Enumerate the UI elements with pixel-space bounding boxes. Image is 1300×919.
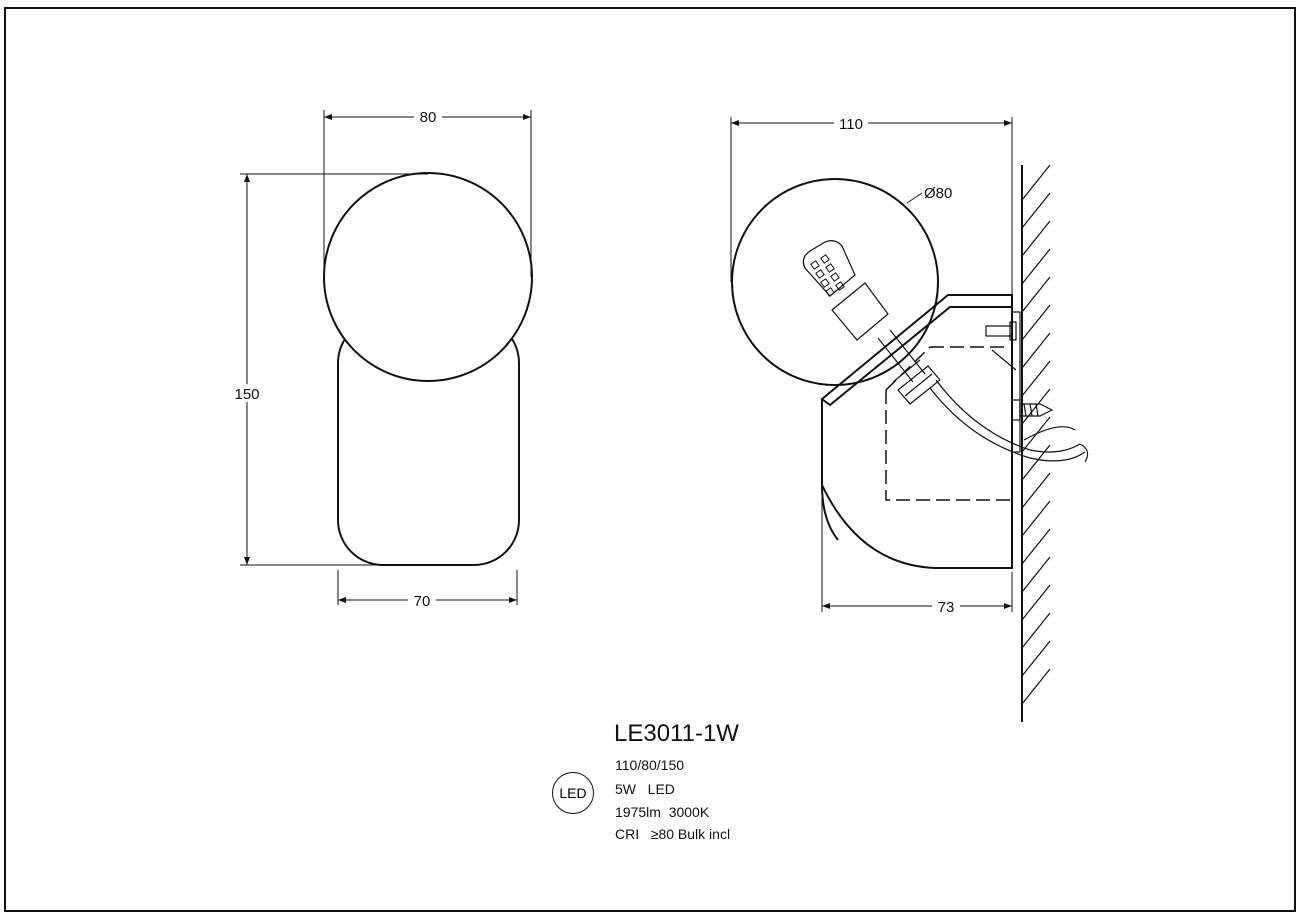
front-view: 80 150 70 bbox=[232, 108, 533, 610]
dim-globe-diameter-label: Ø80 bbox=[924, 185, 952, 202]
dim-side-depth-label: 110 bbox=[839, 116, 863, 133]
power-cable bbox=[929, 379, 1089, 463]
model-number: LE3011-1W bbox=[614, 720, 739, 747]
dim-globe-diameter: Ø80 bbox=[906, 185, 952, 204]
spec-power: 5W LED bbox=[615, 781, 675, 797]
hidden-mount bbox=[885, 346, 1010, 501]
dim-front-width-top: 80 bbox=[420, 109, 437, 126]
spec-cri: CRI ≥80 Bulk incl bbox=[615, 826, 731, 842]
led-badge: LED bbox=[552, 772, 594, 814]
dim-side-base: 73 bbox=[821, 490, 1013, 616]
front-globe bbox=[323, 172, 533, 382]
wall-hatching bbox=[1021, 164, 1051, 705]
side-view: 110 Ø80 73 bbox=[730, 115, 1089, 722]
dim-front-width-bottom: 70 bbox=[414, 593, 431, 610]
dim-front-height: 150 bbox=[232, 173, 428, 566]
dim-side-base-label: 73 bbox=[938, 599, 955, 616]
mounting-bracket bbox=[985, 311, 1054, 453]
sheet-border bbox=[4, 7, 1296, 912]
dim-side-depth: 110 bbox=[730, 115, 1013, 295]
dim-front-top: 80 bbox=[323, 108, 532, 277]
spec-lumen-cct: 1975lm 3000K bbox=[615, 804, 710, 820]
led-bulb-icon bbox=[802, 240, 889, 341]
side-cap-plate bbox=[820, 294, 1013, 407]
side-body bbox=[821, 307, 1013, 569]
lamp-stem bbox=[877, 329, 941, 405]
dim-front-height-label: 150 bbox=[234, 386, 259, 403]
spec-dimensions: 110/80/150 bbox=[615, 757, 685, 773]
dim-front-bottom: 70 bbox=[337, 570, 518, 610]
side-globe bbox=[731, 178, 939, 386]
